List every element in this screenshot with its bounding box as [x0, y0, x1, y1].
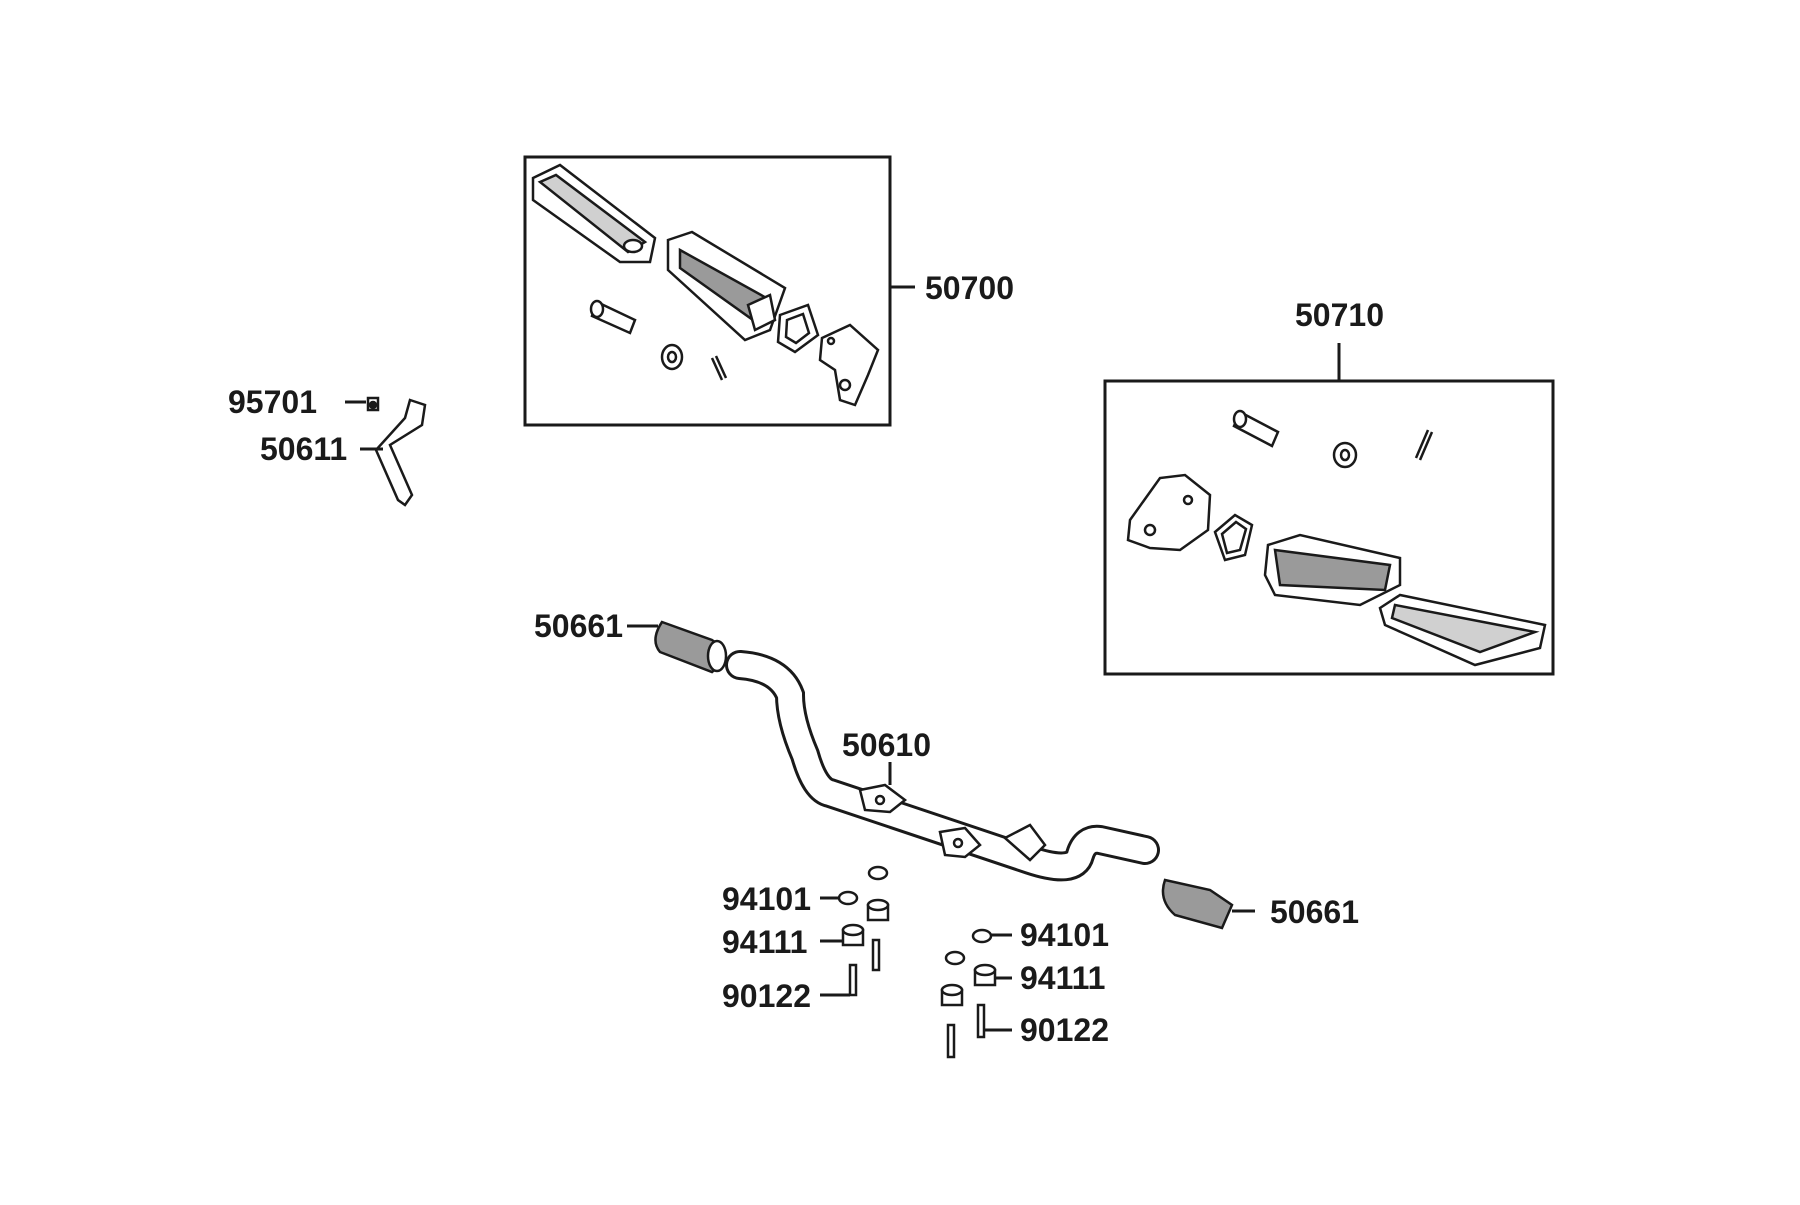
- bolt-part: [366, 396, 380, 412]
- part-number-50661-right: 50661: [1270, 894, 1359, 930]
- part-number-94101-left: 94101: [722, 881, 811, 917]
- pivot-pin-part: [1232, 409, 1280, 448]
- cotter-pin-part: [1414, 429, 1434, 461]
- part-number-94101-right: 94101: [1020, 917, 1109, 953]
- collar-bushing-part: [841, 898, 890, 947]
- collar-bushing-part: [940, 963, 997, 1007]
- bracket-arm-part: [531, 163, 657, 264]
- footpeg-rubber-part: [1263, 533, 1402, 607]
- part-number-50700: 50700: [925, 270, 1014, 306]
- washer-part: [944, 928, 993, 966]
- bolt-part: [848, 938, 881, 997]
- washer-part: [1332, 441, 1358, 469]
- bolt-part: [946, 1003, 986, 1059]
- assembly-box-50710: [1103, 343, 1555, 676]
- bar-mount-tab-part: [858, 783, 1047, 862]
- foot-grip-rubber-part: [1161, 878, 1234, 930]
- part-number-50611: 50611: [260, 431, 347, 467]
- assembly-box-50700: [523, 155, 915, 427]
- part-number-50661-left: 50661: [534, 608, 623, 644]
- mount-bracket-part: [818, 323, 880, 407]
- bracket-arm-part: [1378, 593, 1547, 667]
- foot-grip-rubber-part: [654, 620, 728, 674]
- pivot-pin-part: [589, 299, 637, 335]
- washer-part: [837, 865, 889, 906]
- gasket-plate-part: [1213, 513, 1254, 562]
- part-number-90122-right: 90122: [1020, 1012, 1109, 1048]
- mount-bracket-part: [1126, 473, 1212, 552]
- part-number-50610: 50610: [842, 727, 931, 763]
- hanger-bracket-part: [374, 398, 427, 507]
- part-number-94111-right: 94111: [1020, 960, 1105, 996]
- footpeg-rubber-part: [666, 230, 787, 342]
- part-number-95701: 95701: [228, 384, 317, 420]
- gasket-plate-part: [776, 303, 820, 354]
- footrest-bar-part: [725, 650, 1160, 882]
- cotter-pin-part: [710, 355, 728, 381]
- part-number-50710: 50710: [1295, 297, 1384, 333]
- part-number-90122-left: 90122: [722, 978, 811, 1014]
- washer-part: [660, 343, 684, 371]
- part-number-94111-left: 94111: [722, 924, 807, 960]
